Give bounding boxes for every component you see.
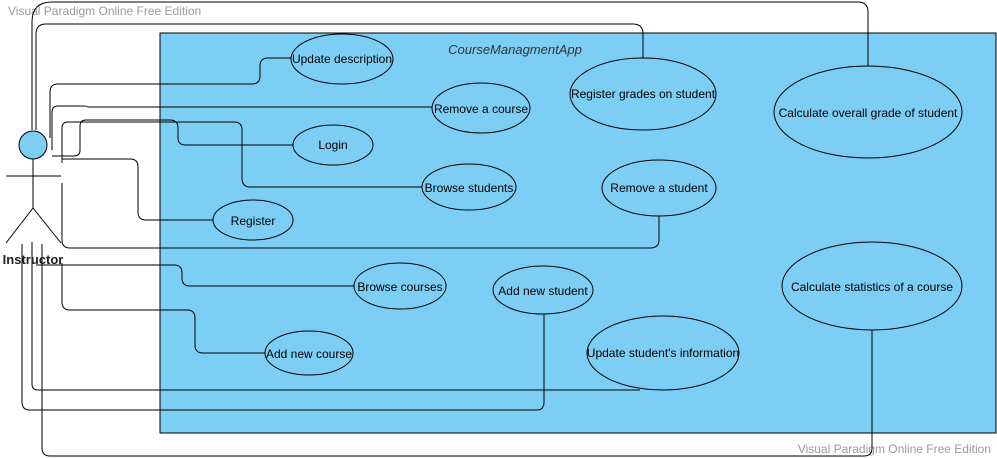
assoc-remove-a-course bbox=[51, 105, 432, 150]
use-case-label: Update student's information bbox=[587, 346, 739, 360]
assoc-add-new-course bbox=[61, 263, 266, 354]
use-case-remove-a-course[interactable]: Remove a course bbox=[431, 82, 531, 134]
assoc-register-grades bbox=[35, 23, 644, 130]
assoc-calculate-statistics bbox=[41, 244, 873, 457]
use-case-label: Register bbox=[231, 214, 276, 228]
assoc-update-description bbox=[49, 57, 291, 138]
use-case-label: Add new course bbox=[266, 347, 352, 361]
use-case-label: Remove a course bbox=[434, 102, 528, 116]
use-case-label: Register grades on student bbox=[571, 87, 716, 101]
use-case-add-new-student[interactable]: Add new student bbox=[492, 265, 594, 315]
use-case-label: Remove a student bbox=[610, 181, 708, 195]
assoc-login bbox=[52, 119, 294, 157]
use-case-label: Login bbox=[318, 138, 347, 152]
associations bbox=[21, 1, 873, 457]
assoc-browse-courses bbox=[36, 264, 354, 287]
use-case-calculate-overall-grade[interactable]: Calculate overall grade of student bbox=[773, 65, 963, 159]
watermark-bottom: Visual Paradigm Online Free Edition bbox=[797, 442, 991, 456]
use-case-label: Browse students bbox=[425, 181, 514, 195]
actor-head bbox=[18, 130, 48, 160]
use-case-label: Calculate statistics of a course bbox=[791, 280, 953, 294]
watermark-top: Visual Paradigm Online Free Edition bbox=[8, 4, 202, 18]
use-case-register[interactable]: Register bbox=[212, 199, 294, 241]
assoc-register bbox=[62, 158, 214, 221]
use-case-label: Browse courses bbox=[357, 280, 442, 294]
actor-right-leg bbox=[32, 207, 62, 244]
use-case-update-description[interactable]: Update description bbox=[290, 33, 394, 85]
use-case-update-student-info[interactable]: Update student's information bbox=[586, 315, 740, 391]
actor-left-leg bbox=[5, 207, 34, 244]
assoc-add-new-student bbox=[21, 244, 545, 411]
system-name: CourseManagmentApp bbox=[448, 42, 582, 57]
assoc-update-student-info bbox=[31, 242, 640, 391]
use-case-label: Add new student bbox=[498, 284, 588, 298]
use-case-remove-a-student[interactable]: Remove a student bbox=[601, 159, 717, 217]
assoc-remove-a-student bbox=[61, 183, 660, 249]
use-case-browse-courses[interactable]: Browse courses bbox=[353, 262, 447, 310]
use-case-login[interactable]: Login bbox=[292, 124, 374, 166]
use-case-register-grades[interactable]: Register grades on student bbox=[569, 57, 717, 131]
actor-instructor[interactable]: Instructor bbox=[3, 130, 64, 267]
assoc-browse-students bbox=[61, 121, 422, 188]
use-case-calculate-statistics[interactable]: Calculate statistics of a course bbox=[781, 241, 963, 331]
use-case-browse-students[interactable]: Browse students bbox=[421, 163, 517, 211]
assoc-calculate-overall-grade bbox=[31, 1, 869, 130]
actor-label: Instructor bbox=[3, 252, 64, 267]
use-case-label: Calculate overall grade of student bbox=[779, 106, 958, 120]
use-case-label: Update description bbox=[292, 52, 392, 66]
use-case-add-new-course[interactable]: Add new course bbox=[264, 330, 354, 376]
